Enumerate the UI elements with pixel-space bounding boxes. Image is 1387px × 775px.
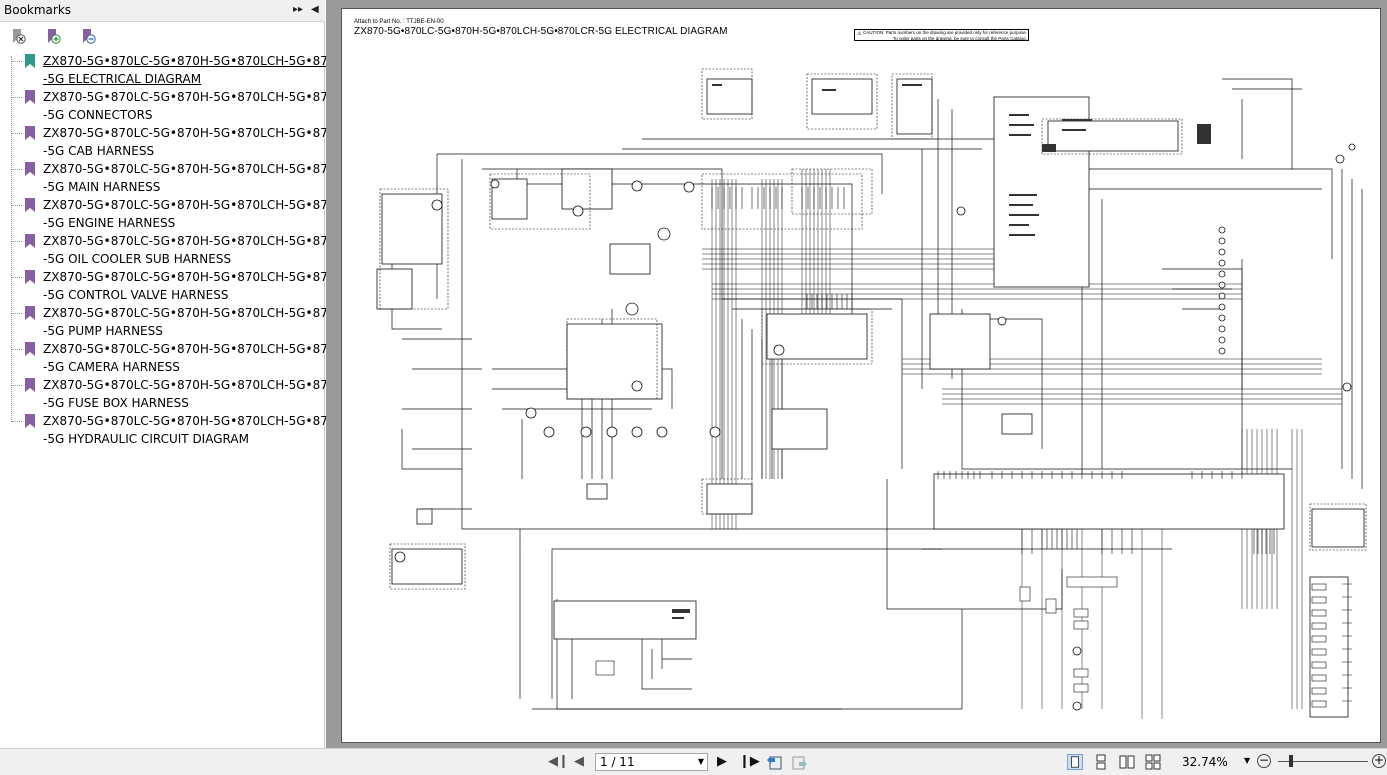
bookmark-icon xyxy=(25,378,35,392)
bookmark-item[interactable]: ZX870-5G•870LC-5G•870H-5G•870LCH-5G•870L… xyxy=(12,160,359,196)
zoom-slider-thumb[interactable] xyxy=(1289,755,1293,767)
bookmark-item[interactable]: ZX870-5G•870LC-5G•870H-5G•870LCH-5G•870L… xyxy=(12,52,359,88)
bookmark-label[interactable]: ZX870-5G•870LC-5G•870H-5G•870LCH-5G•870L… xyxy=(43,198,359,230)
delete-bookmark-icon[interactable] xyxy=(10,28,26,44)
bookmark-icon xyxy=(25,306,35,320)
bookmark-item[interactable]: ZX870-5G•870LC-5G•870H-5G•870LCH-5G•870L… xyxy=(12,88,359,124)
zoom-level[interactable]: 32.74% xyxy=(1182,755,1228,769)
caution-box: ⚠ CAUTION: Parts numbers on the drawing … xyxy=(854,29,1029,41)
bottom-toolbar: ◀❙ ◀ 1 / 11 ▼ ▶ ❙▶ 32.74% ▼ − + xyxy=(0,748,1387,775)
bookmarks-panel-header: Bookmarks ▸▸ ◀ xyxy=(0,0,325,22)
zoom-dropdown-icon[interactable]: ▼ xyxy=(1244,756,1251,765)
bookmark-icon xyxy=(25,414,35,428)
bookmark-item[interactable]: ZX870-5G•870LC-5G•870H-5G•870LCH-5G•870L… xyxy=(12,196,359,232)
bookmarks-toolbar xyxy=(0,24,325,50)
bookmarks-panel-title: Bookmarks xyxy=(4,3,72,17)
bookmark-item[interactable]: ZX870-5G•870LC-5G•870H-5G•870LCH-5G•870L… xyxy=(12,124,359,160)
single-page-view-icon[interactable] xyxy=(1067,754,1083,770)
bookmark-label[interactable]: ZX870-5G•870LC-5G•870H-5G•870LCH-5G•870L… xyxy=(43,90,359,122)
two-page-view-icon[interactable] xyxy=(1119,754,1135,770)
caution-line-2: To order parts on the drawing, be sure t… xyxy=(893,35,1027,41)
warning-icon: ⚠ xyxy=(857,31,862,37)
bookmark-icon xyxy=(25,162,35,176)
tree-guide-line xyxy=(11,56,12,422)
pdf-page: Attach to Part No. : TTJBE-EN-00 ZX870-5… xyxy=(341,8,1381,743)
bookmark-selected-icon xyxy=(25,54,35,68)
page-number-select[interactable]: 1 / 11 ▼ xyxy=(595,753,708,771)
last-page-icon[interactable]: ❙▶ xyxy=(739,754,760,769)
bookmark-label[interactable]: ZX870-5G•870LC-5G•870H-5G•870LCH-5G•870L… xyxy=(43,270,359,302)
bookmark-item[interactable]: ZX870-5G•870LC-5G•870H-5G•870LCH-5G•870L… xyxy=(12,268,359,304)
bookmark-item[interactable]: ZX870-5G•870LC-5G•870H-5G•870LCH-5G•870L… xyxy=(12,376,359,412)
bookmark-icon xyxy=(25,234,35,248)
bookmark-item[interactable]: ZX870-5G•870LC-5G•870H-5G•870LCH-5G•870L… xyxy=(12,304,359,340)
chevron-down-icon: ▼ xyxy=(697,757,704,766)
bookmark-item[interactable]: ZX870-5G•870LC-5G•870H-5G•870LCH-5G•870L… xyxy=(12,232,359,268)
caution-line-1: CAUTION: Parts numbers on the drawing ar… xyxy=(863,30,1028,35)
bookmark-item[interactable]: ZX870-5G•870LC-5G•870H-5G•870LCH-5G•870L… xyxy=(12,340,359,376)
collapse-bookmark-icon[interactable] xyxy=(80,28,96,44)
first-page-icon[interactable]: ◀❙ xyxy=(548,754,569,769)
zoom-slider-track[interactable] xyxy=(1278,761,1368,762)
two-page-continuous-icon[interactable] xyxy=(1145,754,1161,770)
bookmark-icon xyxy=(25,90,35,104)
diagram-title: ZX870-5G•870LC-5G•870H-5G•870LCH-5G•870L… xyxy=(354,26,728,37)
go-forward-view-icon[interactable] xyxy=(791,754,809,770)
bookmark-label[interactable]: ZX870-5G•870LC-5G•870H-5G•870LCH-5G•870L… xyxy=(43,342,359,374)
bookmark-icon xyxy=(25,342,35,356)
go-back-view-icon[interactable] xyxy=(765,754,783,770)
bookmark-icon xyxy=(25,126,35,140)
bookmark-icon xyxy=(25,270,35,284)
next-page-icon[interactable]: ▶ xyxy=(717,754,727,769)
collapse-panel-icon[interactable]: ◀ xyxy=(311,4,319,15)
bookmark-icon xyxy=(25,198,35,212)
bookmark-label[interactable]: ZX870-5G•870LC-5G•870H-5G•870LCH-5G•870L… xyxy=(43,414,359,446)
previous-page-icon[interactable]: ◀ xyxy=(574,754,584,769)
panel-options-icon[interactable]: ▸▸ xyxy=(293,4,304,15)
bookmark-label[interactable]: ZX870-5G•870LC-5G•870H-5G•870LCH-5G•870L… xyxy=(43,162,359,194)
bookmark-label[interactable]: ZX870-5G•870LC-5G•870H-5G•870LCH-5G•870L… xyxy=(43,306,359,338)
bookmark-label[interactable]: ZX870-5G•870LC-5G•870H-5G•870LCH-5G•870L… xyxy=(43,234,359,266)
bookmark-label[interactable]: ZX870-5G•870LC-5G•870H-5G•870LCH-5G•870L… xyxy=(43,378,359,410)
page-indicator: 1 / 11 xyxy=(600,755,635,769)
continuous-view-icon[interactable] xyxy=(1093,754,1109,770)
part-number: Attach to Part No. : TTJBE-EN-00 xyxy=(354,19,444,25)
bookmark-label[interactable]: ZX870-5G•870LC-5G•870H-5G•870LCH-5G•870L… xyxy=(43,126,359,158)
bookmarks-panel: Bookmarks ▸▸ ◀ ZX870-5G•870LC-5G•870H-5G… xyxy=(0,0,359,748)
zoom-out-icon[interactable]: − xyxy=(1257,753,1271,768)
zoom-in-icon[interactable]: + xyxy=(1372,753,1386,768)
electrical-schematic xyxy=(376,68,1367,719)
expand-bookmark-icon[interactable] xyxy=(45,28,61,44)
bookmark-label[interactable]: ZX870-5G•870LC-5G•870H-5G•870LCH-5G•870L… xyxy=(43,54,359,86)
bookmark-item[interactable]: ZX870-5G•870LC-5G•870H-5G•870LCH-5G•870L… xyxy=(12,412,359,448)
